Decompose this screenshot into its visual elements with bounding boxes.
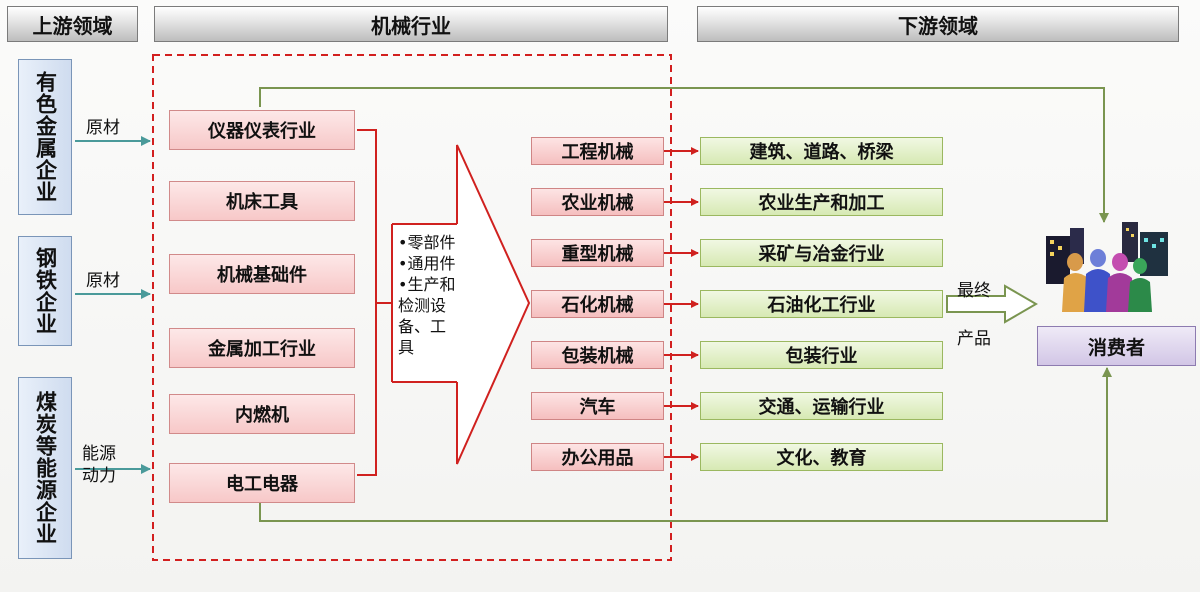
output-line: •零部件 (398, 233, 456, 252)
output-list: •零部件 •通用件 •生产和 检测设 备、工 具 (398, 232, 490, 358)
industry-petrochemical: 石油化工行业 (700, 290, 943, 318)
subsector-combustion-engines: 内燃机 (169, 394, 355, 434)
subsector-basic-parts: 机械基础件 (169, 254, 355, 294)
input-label-raw-material-2: 原材 (86, 271, 120, 291)
input-label-power: 动力 (82, 466, 116, 486)
subsector-metal-processing: 金属加工行业 (169, 328, 355, 368)
header-upstream: 上游领域 (7, 6, 138, 42)
industry-construction: 建筑、道路、桥梁 (700, 137, 943, 165)
output-line: 备、工 (398, 317, 447, 336)
industry-transportation: 交通、运输行业 (700, 392, 943, 420)
machine-engineering: 工程机械 (531, 137, 664, 165)
industry-culture-education: 文化、教育 (700, 443, 943, 471)
output-line: 具 (398, 338, 415, 357)
input-label-energy: 能源 (82, 444, 116, 464)
subsector-machine-tools: 机床工具 (169, 181, 355, 221)
subsector-electrical-equipment: 电工电器 (169, 463, 355, 503)
final-product-label-line1: 最终 (957, 281, 991, 301)
consumer-box: 消费者 (1037, 326, 1196, 366)
machine-office-supplies: 办公用品 (531, 443, 664, 471)
output-line: •生产和 (398, 275, 456, 294)
final-product-arrow (946, 284, 1038, 324)
header-downstream: 下游领域 (697, 6, 1179, 42)
final-product-label-line2: 产品 (957, 329, 991, 349)
industry-packaging: 包装行业 (700, 341, 943, 369)
upstream-coal-energy: 煤炭等能源企业 (18, 377, 72, 559)
header-machinery: 机械行业 (154, 6, 668, 42)
machine-petrochemical: 石化机械 (531, 290, 664, 318)
machine-heavy: 重型机械 (531, 239, 664, 267)
machine-agricultural: 农业机械 (531, 188, 664, 216)
industry-mining-metallurgy: 采矿与冶金行业 (700, 239, 943, 267)
machinery-boundary (152, 54, 672, 561)
input-label-raw-material-1: 原材 (86, 118, 120, 138)
consumer-illustration (1046, 222, 1168, 312)
machine-packaging: 包装机械 (531, 341, 664, 369)
industry-agriculture: 农业生产和加工 (700, 188, 943, 216)
subsector-instruments: 仪器仪表行业 (169, 110, 355, 150)
output-line: 检测设 (398, 296, 447, 315)
subsector-bracket (357, 129, 392, 476)
upstream-nonferrous-metals: 有色金属企业 (18, 59, 72, 215)
upstream-steel: 钢铁企业 (18, 236, 72, 346)
machine-automotive: 汽车 (531, 392, 664, 420)
output-line: •通用件 (398, 254, 456, 273)
top-bypass-line (259, 87, 1109, 223)
bottom-bypass-line (259, 367, 1112, 522)
